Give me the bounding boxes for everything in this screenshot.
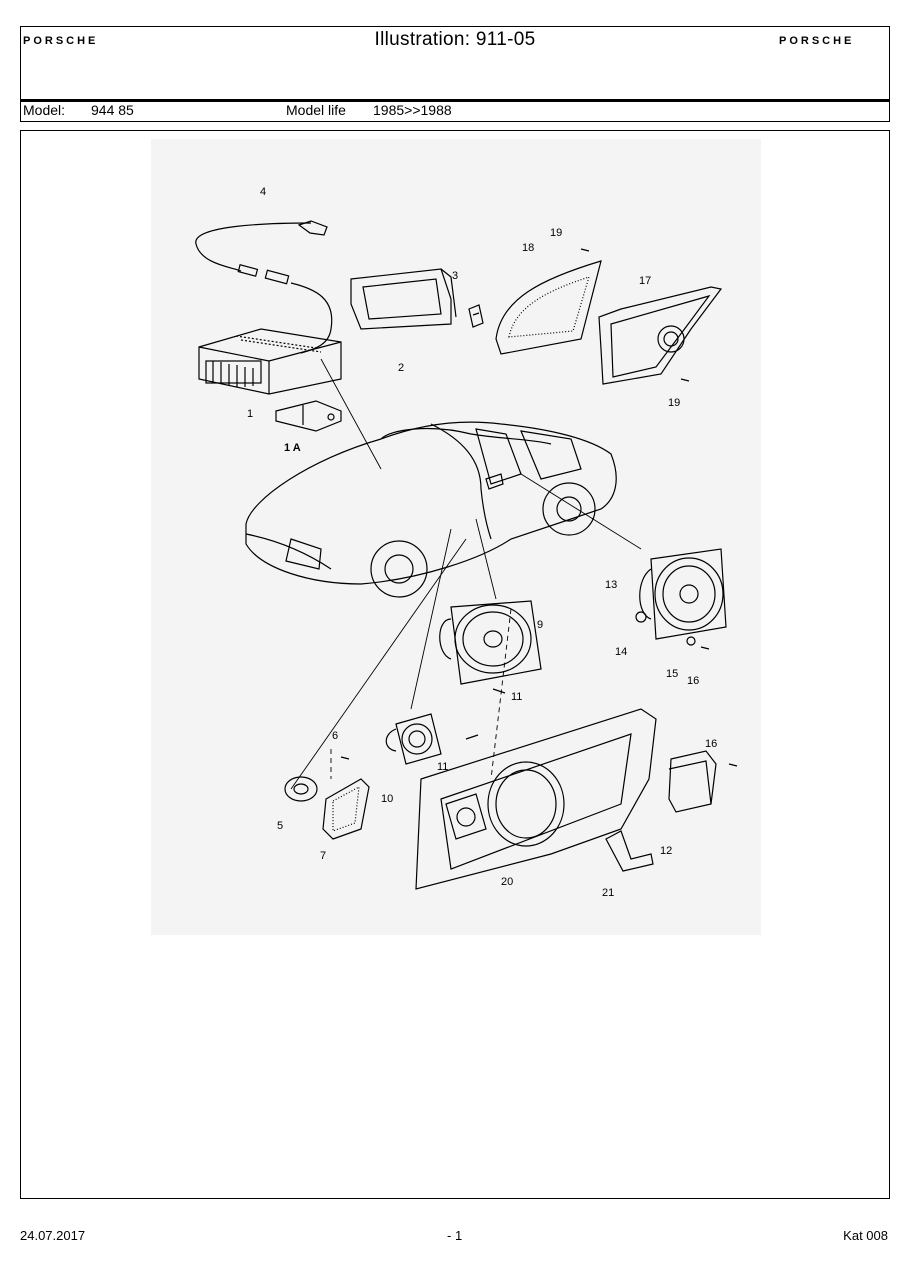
callout-7: 7: [320, 850, 326, 862]
bracket-1a: [275, 400, 342, 432]
callout-2: 2: [398, 362, 404, 374]
model-life-value: 1985>>1988: [373, 102, 452, 118]
model-value: 944 85: [91, 102, 134, 118]
callout-1: 1: [247, 408, 253, 420]
svg-text:PORSCHE: PORSCHE: [779, 35, 854, 47]
speaker-13: [639, 548, 727, 640]
callout-9: 9: [537, 619, 543, 631]
grille-7: [322, 778, 370, 840]
door-trim-panel: [415, 708, 657, 890]
callout-4: 4: [260, 186, 266, 198]
callout-17: 17: [639, 275, 651, 287]
callout-20: 20: [501, 876, 513, 888]
callout-14: 14: [615, 646, 627, 658]
footer-page-number: - 1: [447, 1228, 463, 1243]
speaker-9: [439, 600, 542, 685]
callout-11a: 11: [511, 691, 522, 703]
porsche-logo-left: PORSCHE: [23, 35, 98, 47]
porsche-logo-right: PORSCHE: [779, 35, 854, 47]
callout-15: 15: [666, 668, 678, 680]
tweeter-5: [284, 776, 318, 802]
callout-19a: 19: [550, 227, 562, 239]
callout-6: 6: [332, 730, 338, 742]
callout-12: 12: [660, 845, 672, 857]
parts-diagram: 1 1 A 2 3 4 5 6 7 9 10 11 11 12 13 14 15…: [151, 139, 761, 935]
callout-10: 10: [381, 793, 393, 805]
header-box: PORSCHE Illustration: 911-05 PORSCHE Mod…: [20, 26, 890, 122]
callout-labels: 1 1 A 2 3 4 5 6 7 9 10 11 11 12 13 14 15…: [247, 186, 717, 899]
bracket-21: [605, 830, 654, 872]
radio-unit: [198, 328, 342, 395]
antenna-cable: [195, 220, 333, 354]
callout-16b: 16: [705, 738, 717, 750]
tweeter-10: [385, 713, 442, 765]
header-divider: [21, 99, 889, 102]
speaker-housing-rear: [598, 286, 723, 385]
callout-21: 21: [602, 887, 614, 899]
mounting-frame: [350, 268, 457, 330]
illustration-title: Illustration: 911-05: [374, 29, 536, 50]
callout-3: 3: [452, 270, 458, 282]
callout-11b: 11: [437, 761, 448, 773]
leader-lines: [290, 358, 642, 790]
callout-5: 5: [277, 820, 283, 832]
fasteners: [340, 248, 738, 767]
model-label: Model:: [23, 102, 66, 118]
callout-19b: 19: [668, 397, 680, 409]
footer-catalog: Kat 008: [843, 1228, 888, 1243]
svg-text:PORSCHE: PORSCHE: [23, 35, 98, 47]
callout-16a: 16: [687, 675, 699, 687]
grille-cover: [495, 260, 602, 355]
footer-date: 24.07.2017: [20, 1228, 86, 1243]
amplifier-12: [668, 750, 717, 813]
callout-1a: 1 A: [284, 442, 301, 454]
callout-13: 13: [605, 579, 617, 591]
illustration-box: 1 1 A 2 3 4 5 6 7 9 10 11 11 12 13 14 15…: [20, 130, 890, 1199]
porsche-944-car: [245, 421, 617, 598]
callout-18: 18: [522, 242, 534, 254]
clip: [468, 304, 484, 328]
model-life-label: Model life: [286, 102, 346, 118]
